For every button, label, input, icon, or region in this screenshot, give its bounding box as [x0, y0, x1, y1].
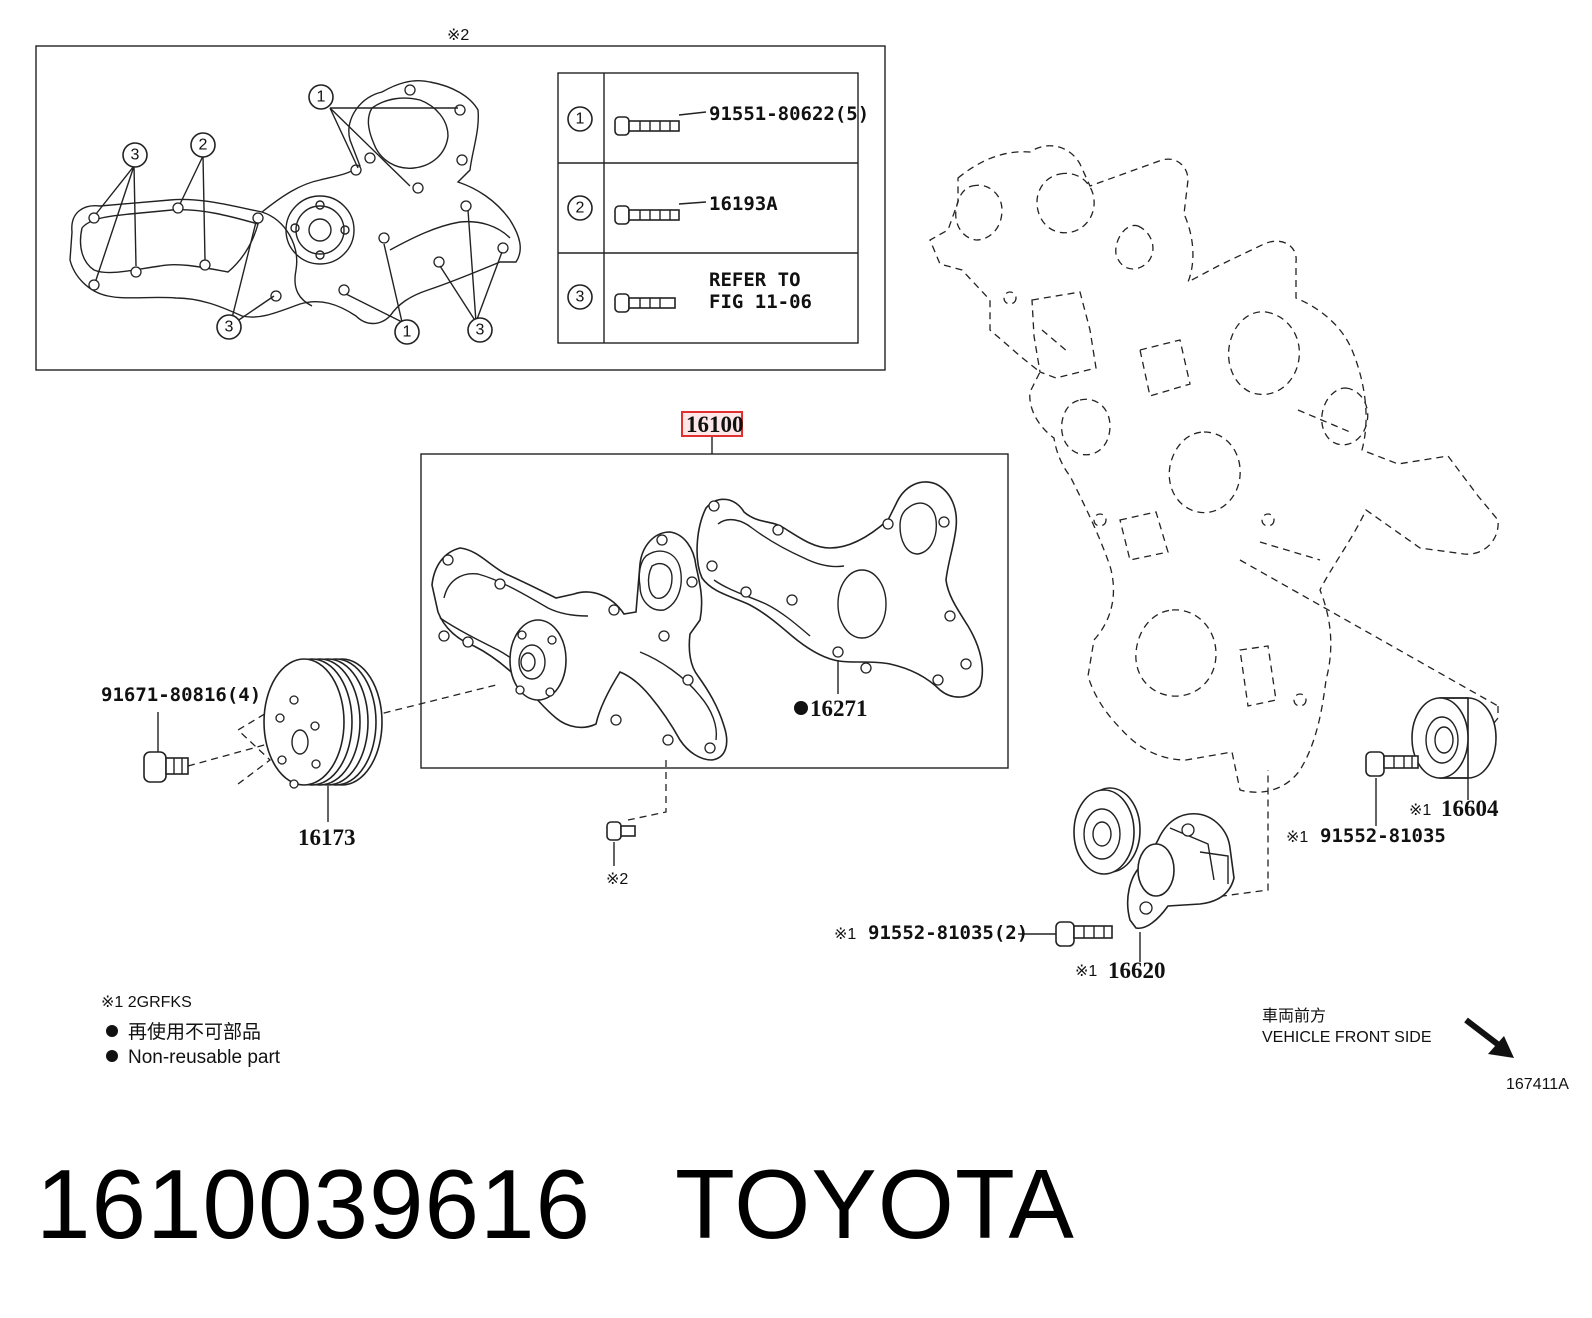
part-number-heading: 1610039616 — [36, 1149, 592, 1259]
direction-en: VEHICLE FRONT SIDE — [1262, 1029, 1432, 1046]
water-pump-pulley — [263, 658, 383, 789]
non-reusable-dot-icon — [794, 701, 808, 715]
legend-row-number: 3 — [576, 289, 585, 306]
legend-row-text: 91551-80622(5) — [709, 103, 869, 125]
bolt-icon — [614, 201, 707, 225]
brand-heading: TOYOTA — [675, 1149, 1075, 1259]
idler-bolt-part-number[interactable]: 91552-81035 — [1320, 825, 1446, 847]
timing-cover — [929, 145, 1499, 793]
idler-mark: ※1 — [1409, 802, 1431, 819]
bolt-icon — [614, 111, 707, 136]
arrow-down-right-icon — [1464, 1017, 1514, 1058]
inset-callout-number: 2 — [199, 137, 208, 154]
inset-callout-circle — [308, 84, 334, 110]
inset-callout-number: 1 — [317, 89, 326, 106]
bottom-bolt-mark: ※2 — [606, 871, 628, 888]
legend-row-number: 2 — [576, 200, 585, 217]
tensioner-bolt-icon — [1055, 921, 1113, 947]
idler-pulley-group: ※1 16604 ※1 91552-81035 — [1286, 697, 1499, 847]
assembly-part-number[interactable]: 16100 — [686, 412, 744, 437]
inset-callout-circle — [394, 319, 420, 345]
inset-callouts: 1 2 3 3 1 3 — [122, 84, 493, 345]
legend-row-text: 16193A — [709, 193, 778, 215]
inset-legend-table: 1 2 3 91551-80622( — [557, 72, 869, 344]
non-reusable-dot-icon — [106, 1050, 118, 1062]
bolt-icon — [606, 821, 636, 841]
tensioner-part-number[interactable]: 16620 — [1108, 958, 1166, 983]
inset-panel: ※2 — [35, 27, 886, 371]
inset-frame — [35, 45, 886, 371]
inset-callout-circle — [467, 317, 493, 343]
legend-row-text: FIG 11-06 — [709, 291, 812, 313]
bolt-icon — [614, 293, 676, 313]
idler-bolt-mark: ※1 — [1286, 829, 1308, 846]
pulley-bolt-part-number[interactable]: 91671-80816(4) — [101, 684, 261, 706]
product-footer: 1610039616 TOYOTA — [36, 1148, 1075, 1261]
note-variant: ※1 2GRFKS — [101, 994, 192, 1011]
tensioner-bolt-part-number[interactable]: 91552-81035(2) — [868, 922, 1028, 944]
inset-callout-circle — [190, 132, 216, 158]
inset-callout-circle — [216, 314, 242, 340]
assembly-frame — [420, 453, 1009, 769]
non-reusable-dot-icon — [106, 1025, 118, 1037]
tensioner-group: ※1 16620 ※1 91552-81035(2) — [834, 770, 1269, 983]
idler-bolt-icon — [1365, 751, 1419, 777]
pulley-bolt-icon — [143, 751, 189, 783]
tensioner-bolt-mark: ※1 — [834, 926, 856, 943]
idler-pulley — [1411, 697, 1497, 779]
tensioner-assembly — [1073, 787, 1235, 930]
inset-pump-outline — [69, 80, 521, 325]
illustration-code: 167411A — [1506, 1076, 1569, 1093]
inset-callout-number: 1 — [403, 324, 412, 341]
inset-callout-circle — [122, 142, 148, 168]
inset-mark: ※2 — [447, 27, 469, 44]
inset-leaders — [95, 107, 503, 327]
pulley-group: 16173 91671-80816(4) — [101, 658, 501, 850]
water-pump-body — [431, 531, 728, 761]
inset-callout-number: 3 — [131, 147, 140, 164]
note-non-reusable-en: Non-reusable part — [128, 1047, 281, 1068]
inset-bolt-holes — [88, 84, 509, 302]
note-non-reusable-jp: 再使用不可部品 — [128, 1021, 261, 1043]
gasket-part-number[interactable]: 16271 — [810, 696, 868, 721]
notes: ※1 2GRFKS 再使用不可部品 Non-reusable part — [101, 994, 281, 1068]
direction-jp: 車両前方 — [1262, 1007, 1326, 1025]
inset-callout-number: 3 — [476, 322, 485, 339]
water-pump-assembly: 16100 — [420, 411, 1009, 769]
legend-row-text: REFER TO — [709, 269, 801, 291]
pulley-part-number[interactable]: 16173 — [298, 825, 356, 850]
water-pump-gasket — [696, 481, 984, 698]
legend-row-number: 1 — [576, 111, 585, 128]
inset-callout-number: 3 — [225, 319, 234, 336]
tensioner-mark: ※1 — [1075, 963, 1097, 980]
assembly-highlight — [681, 411, 743, 437]
bottom-bolt-group: ※2 — [606, 760, 667, 888]
vehicle-direction: 車両前方 VEHICLE FRONT SIDE 167411A — [1262, 1007, 1569, 1093]
idler-part-number[interactable]: 16604 — [1441, 796, 1499, 821]
